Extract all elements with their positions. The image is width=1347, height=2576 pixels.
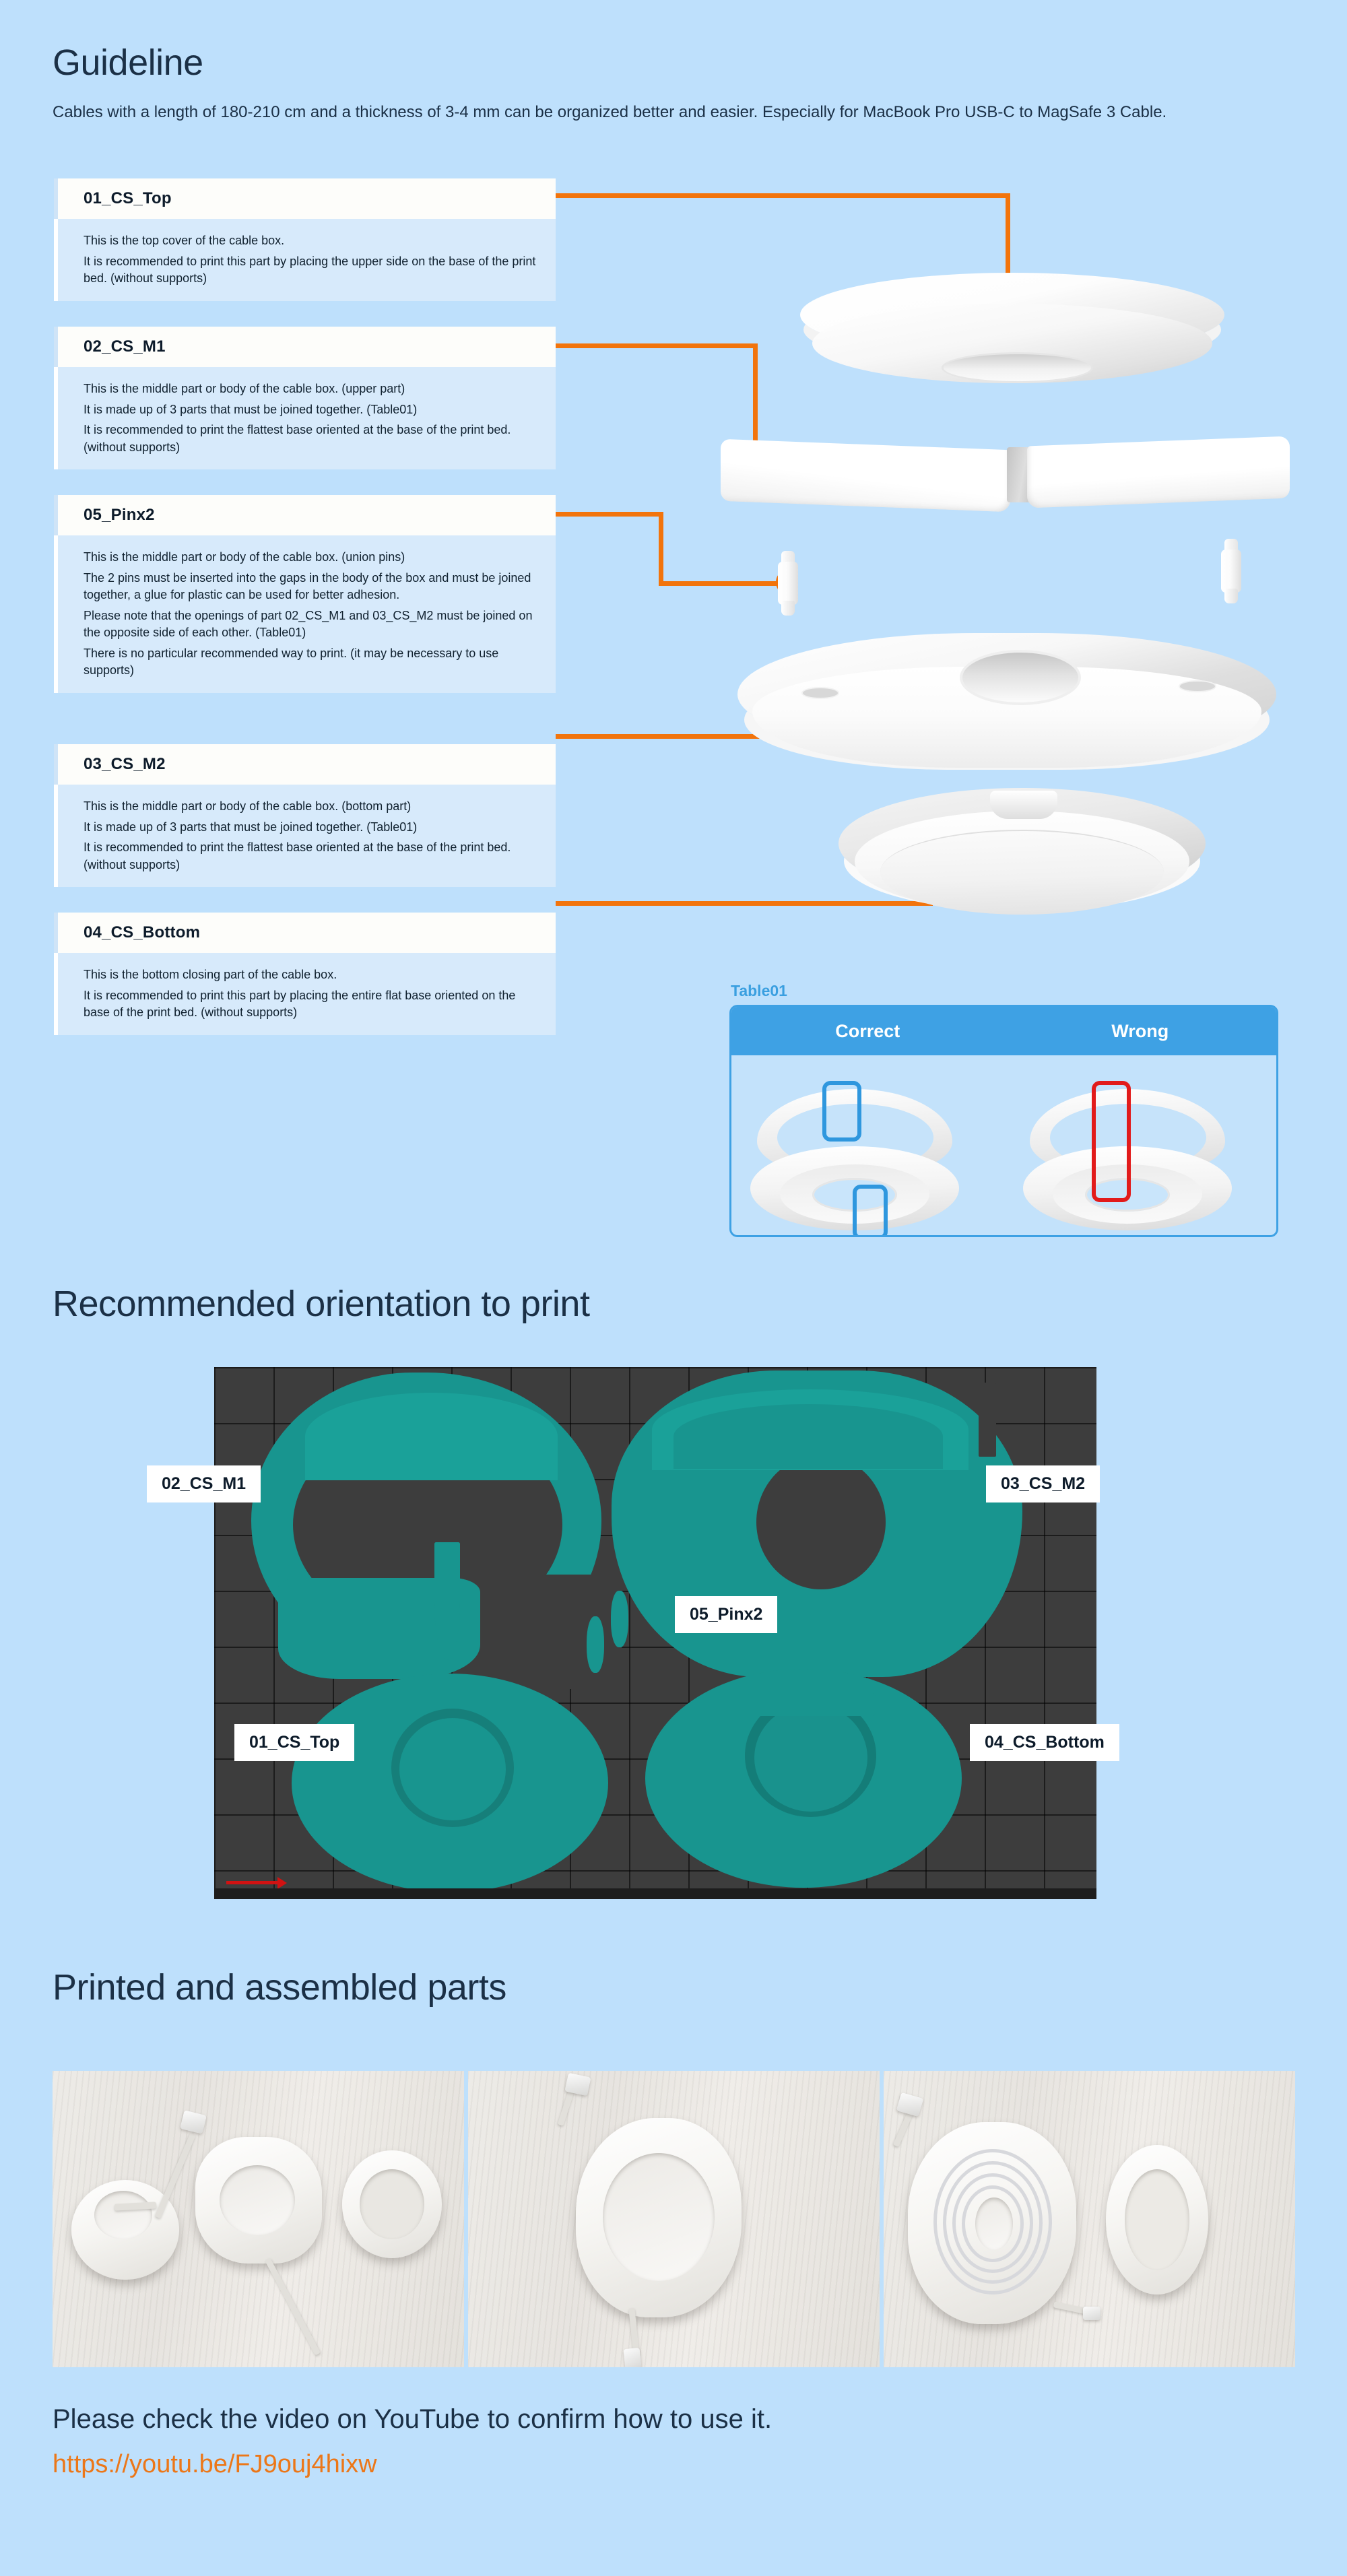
part-description: This is the middle part or body of the c…: [54, 367, 556, 470]
highlight-correct-lower-gap: [853, 1185, 888, 1235]
part-panel-05-pinx2[interactable]: 05_Pinx2 This is the middle part or body…: [54, 495, 556, 693]
model-04-cs-bottom: [645, 1669, 962, 1891]
part-title: 03_CS_M2: [54, 744, 556, 785]
render-05-pin-left: [776, 551, 800, 616]
youtube-link[interactable]: https://youtu.be/FJ9ouj4hixw: [53, 2450, 377, 2478]
render-02-cs-m1: [721, 436, 1290, 525]
part-panel-02-cs-m1[interactable]: 02_CS_M1 This is the middle part or body…: [54, 327, 556, 470]
part-line: It is made up of 3 parts that must be jo…: [84, 402, 418, 416]
part-line: It is recommended to print the flattest …: [84, 423, 511, 454]
table01-column-correct: Correct: [835, 1020, 900, 1041]
model-05-pinx2: [587, 1591, 640, 1673]
table01-header-row: Correct Wrong: [731, 1007, 1276, 1055]
table01-cell-correct: [731, 1055, 1004, 1235]
part-line: This is the middle part or body of the c…: [84, 799, 412, 813]
connector-line-01-v: [1006, 193, 1010, 288]
photo-disassembled-parts: [53, 2071, 464, 2367]
build-plate-viewport: [214, 1367, 1096, 1899]
photo-strip: [53, 2071, 1295, 2367]
model-02-cs-m1: [251, 1373, 622, 1689]
build-label-01-cs-top: 01_CS_Top: [234, 1724, 355, 1761]
render-03-cs-m2: [737, 633, 1276, 791]
part-line: It is recommended to print this part by …: [84, 988, 516, 1020]
connector-line-01-h: [556, 193, 1010, 198]
table01-cell-wrong: [1004, 1055, 1277, 1235]
intro-paragraph: Cables with a length of 180-210 cm and a…: [53, 103, 1167, 121]
build-label-05-pinx2: 05_Pinx2: [675, 1596, 778, 1633]
table01-column-wrong: Wrong: [1111, 1020, 1169, 1041]
render-04-cs-bottom: [839, 788, 1206, 929]
part-line: Please note that the openings of part 02…: [84, 608, 533, 640]
part-description: This is the middle part or body of the c…: [54, 535, 556, 693]
build-label-02-cs-m1: 02_CS_M1: [147, 1465, 261, 1502]
connector-line-05-h1: [556, 512, 663, 517]
part-title: 04_CS_Bottom: [54, 913, 556, 953]
part-panel-04-cs-bottom[interactable]: 04_CS_Bottom This is the bottom closing …: [54, 913, 556, 1035]
build-label-03-cs-m2: 03_CS_M2: [986, 1465, 1100, 1502]
part-line: There is no particular recommended way t…: [84, 646, 499, 678]
model-03-cs-m2: [612, 1370, 1022, 1677]
table01-body-row: [731, 1055, 1277, 1235]
part-line: It is recommended to print the flattest …: [84, 840, 511, 871]
part-description: This is the bottom closing part of the c…: [54, 953, 556, 1035]
part-line: It is made up of 3 parts that must be jo…: [84, 820, 418, 834]
origin-axis-arrow-icon: [226, 1877, 287, 1889]
page-title: Guideline: [53, 42, 203, 83]
part-line: It is recommended to print this part by …: [84, 254, 536, 286]
part-panel-01-cs-top[interactable]: 01_CS_Top This is the top cover of the c…: [54, 178, 556, 301]
table01-label: Table01: [731, 982, 787, 999]
connector-line-02-v: [753, 343, 758, 471]
model-01-cs-top: [292, 1674, 608, 1896]
build-label-04-cs-bottom: 04_CS_Bottom: [970, 1724, 1119, 1761]
part-title: 01_CS_Top: [54, 178, 556, 219]
render-05-pin-right: [1219, 539, 1243, 603]
part-line: This is the top cover of the cable box.: [84, 234, 285, 247]
orientation-title: Recommended orientation to print: [53, 1284, 590, 1324]
part-line: This is the bottom closing part of the c…: [84, 968, 337, 981]
part-description: This is the middle part or body of the c…: [54, 785, 556, 888]
highlight-wrong-aligned-gaps: [1091, 1081, 1131, 1202]
part-description: This is the top cover of the cable box. …: [54, 219, 556, 301]
connector-line-03-h: [556, 734, 842, 739]
photo-assembled-closed: [468, 2071, 880, 2367]
connector-line-02-h: [556, 343, 758, 348]
connector-line-05-v: [659, 512, 663, 586]
photo-assembled-open: [884, 2071, 1295, 2367]
printed-parts-title: Printed and assembled parts: [53, 1967, 506, 2008]
part-panel-03-cs-m2[interactable]: 03_CS_M2 This is the middle part or body…: [54, 744, 556, 888]
render-01-cs-top: [800, 273, 1224, 394]
connector-line-05-h2: [659, 581, 790, 586]
footer-text: Please check the video on YouTube to con…: [53, 2404, 773, 2434]
highlight-correct-upper-gap: [822, 1081, 861, 1142]
part-line: This is the middle part or body of the c…: [84, 382, 405, 395]
part-title: 02_CS_M1: [54, 327, 556, 367]
table01: Correct Wrong: [729, 1005, 1278, 1237]
part-line: This is the middle part or body of the c…: [84, 550, 405, 564]
connector-line-04-h: [556, 901, 933, 906]
part-line: The 2 pins must be inserted into the gap…: [84, 570, 531, 602]
part-title: 05_Pinx2: [54, 495, 556, 535]
